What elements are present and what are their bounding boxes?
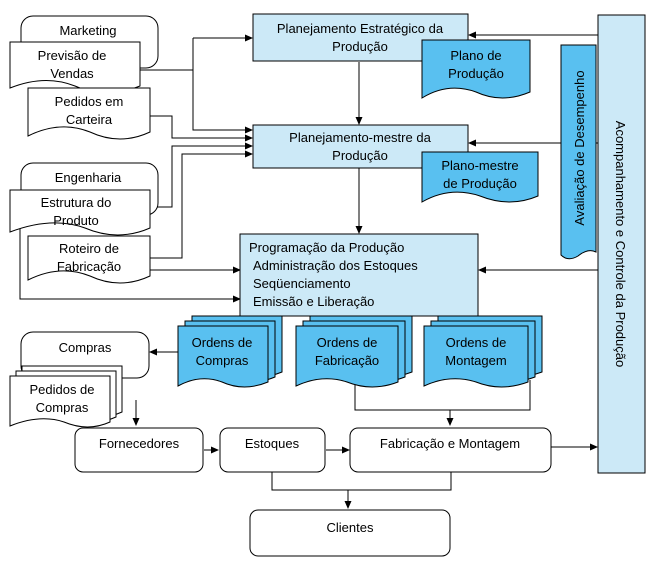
assembly-orders-stack: Ordens de Montagem — [423, 315, 543, 388]
master-line-2: Produção — [332, 148, 388, 163]
production-plan: Plano de Produção — [421, 39, 531, 99]
inventory-box — [219, 427, 326, 473]
production-plan-document — [421, 39, 531, 99]
routing-line-2: Fabricação — [57, 259, 121, 274]
purchase-orders-doc-front — [9, 375, 111, 428]
programming: Programação da Produção Administração do… — [239, 233, 479, 317]
manufacturing-assembly-label: Fabricação e Montagem — [380, 436, 520, 451]
routing-line-1: Roteiro de — [59, 241, 119, 256]
assembly-orders-line-1: Ordens de — [446, 335, 507, 350]
purchasing-title: Compras — [59, 340, 112, 355]
production-plan-line-1: Plano de — [450, 48, 501, 63]
performance-document — [560, 44, 597, 260]
programming-line-3: Seqüenciamento — [253, 276, 351, 291]
master-plan-document — [421, 151, 539, 203]
connector-orders-manufacturing — [354, 380, 531, 411]
purchase-orders-line-2: Compras — [196, 353, 249, 368]
programming-line-4: Emissão e Liberação — [253, 294, 374, 309]
monitoring-label: Acompanhamento e Controle da Produção — [613, 121, 628, 367]
purchase-orders-doc-line-1: Pedidos de — [29, 382, 94, 397]
connector-structure-programming — [19, 215, 241, 303]
monitoring-bar — [597, 14, 646, 474]
manufacturing-orders-front — [295, 325, 399, 388]
programming-line-2: Administração dos Estoques — [253, 258, 418, 273]
connector-to-customers — [271, 472, 452, 491]
engineering-title: Engenharia — [55, 170, 122, 185]
programming-line-1: Programação da Produção — [249, 240, 404, 255]
assembly-orders-front — [423, 325, 529, 388]
connector-orders-master — [150, 115, 253, 142]
programming-box — [239, 233, 479, 317]
structure-document — [9, 189, 151, 236]
inventory: Estoques — [219, 427, 326, 473]
manufacturing-orders-line-1: Ordens de — [317, 335, 378, 350]
customers-box — [249, 509, 451, 557]
engineering-group: Engenharia Estrutura do Produto Roteiro … — [9, 162, 159, 284]
master-plan-line-1: Plano-mestre — [441, 158, 518, 173]
purchase-orders-front — [177, 325, 269, 388]
suppliers-label: Fornecedores — [99, 436, 180, 451]
suppliers: Fornecedores — [74, 427, 204, 473]
customers-label: Clientes — [327, 520, 374, 535]
purchase-orders-line-1: Ordens de — [192, 335, 253, 350]
master-plan-line-2: de Produção — [443, 176, 517, 191]
forecast-line-2: Vendas — [50, 66, 94, 81]
connector-routing-master — [150, 150, 253, 259]
manufacturing-assembly: Fabricação e Montagem — [349, 427, 552, 473]
structure-line-2: Produto — [53, 213, 99, 228]
manufacturing-orders-line-2: Fabricação — [315, 353, 379, 368]
purchase-orders-stack: Ordens de Compras — [177, 315, 283, 388]
monitoring: Acompanhamento e Controle da Produção — [597, 14, 646, 474]
marketing-title: Marketing — [59, 23, 116, 38]
assembly-orders-line-2: Montagem — [445, 353, 506, 368]
production-plan-line-2: Produção — [448, 66, 504, 81]
orders-line-2: Carteira — [66, 112, 113, 127]
performance: Avaliação de Desempenho — [560, 44, 597, 260]
structure-line-1: Estrutura do — [41, 195, 112, 210]
connector-to-master — [192, 70, 253, 134]
manufacturing-orders-stack: Ordens de Fabricação — [295, 315, 413, 388]
orders-document — [27, 87, 151, 140]
strategic-line-1: Planejamento Estratégico da — [277, 21, 444, 36]
master-line-1: Planejamento-mestre da — [289, 130, 431, 145]
manufacturing-assembly-box — [349, 427, 552, 473]
forecast-line-1: Previsão de — [38, 48, 107, 63]
purchasing-group: Compras Pedidos de Compras — [9, 331, 150, 428]
orders-line-1: Pedidos em — [55, 94, 124, 109]
connector-structure-master — [150, 142, 253, 208]
strategic-line-2: Produção — [332, 39, 388, 54]
routing-document — [27, 235, 151, 284]
purchase-orders-doc-line-2: Compras — [36, 400, 89, 415]
master-plan: Plano-mestre de Produção — [421, 151, 539, 203]
customers: Clientes — [249, 509, 451, 557]
marketing-group: Marketing Previsão de Vendas Pedidos em … — [9, 15, 159, 140]
inventory-label: Estoques — [245, 436, 300, 451]
suppliers-box — [74, 427, 204, 473]
performance-label: Avaliação de Desempenho — [572, 70, 587, 225]
